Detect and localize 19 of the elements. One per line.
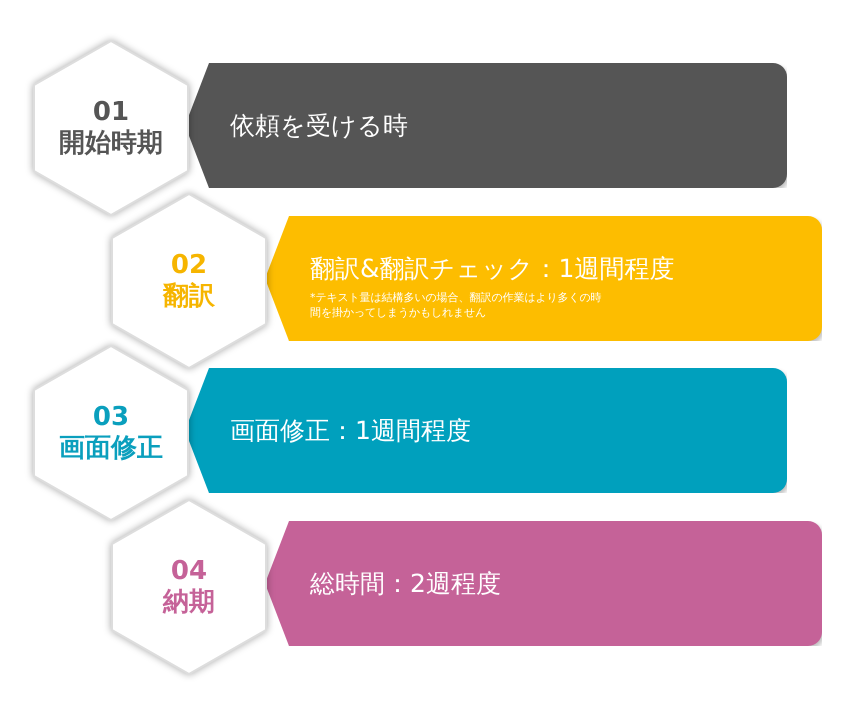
step-number: 02 bbox=[170, 250, 208, 280]
step-band bbox=[265, 521, 822, 646]
step-number: 04 bbox=[170, 556, 208, 586]
footnote: *テキスト量は結構多いの場合、翻訳の作業はより多くの時間を掛かってしまうかもしれません bbox=[310, 290, 602, 320]
step-title: 開始時期 bbox=[59, 127, 163, 159]
step-band bbox=[265, 216, 822, 341]
step-title: 翻訳 bbox=[163, 280, 215, 312]
hexagon-badge bbox=[110, 192, 268, 370]
step-description: 依頼を受ける時 bbox=[230, 110, 408, 142]
step-description: 翻訳&翻訳チェック：1週間程度 bbox=[310, 253, 674, 285]
hexagon-badge bbox=[110, 498, 268, 676]
step-description: 画面修正：1週間程度 bbox=[230, 415, 471, 447]
hexagon-badge bbox=[32, 344, 190, 522]
step-description: 総時間：2週程度 bbox=[310, 568, 501, 600]
step-number: 01 bbox=[92, 97, 130, 127]
step-number: 03 bbox=[92, 402, 130, 432]
step-title: 納期 bbox=[163, 586, 215, 618]
hexagon-badge bbox=[32, 39, 190, 217]
step-title: 画面修正 bbox=[59, 432, 163, 464]
